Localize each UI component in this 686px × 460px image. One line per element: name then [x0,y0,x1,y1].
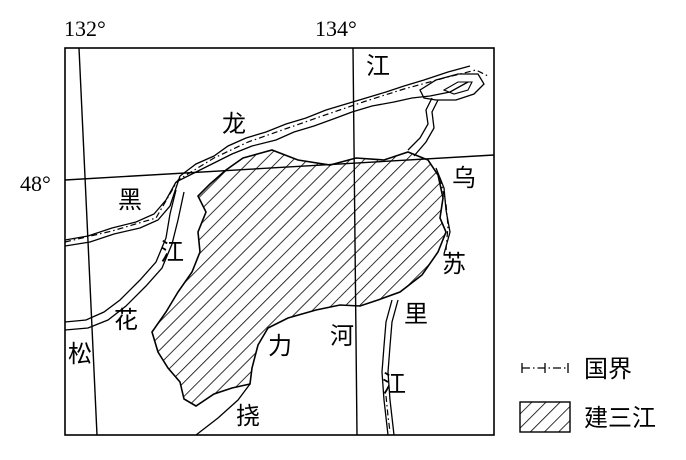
wusuli-char-1: 乌 [452,164,476,192]
heilongjiang-island [419,73,485,101]
border-legend-symbol [521,363,569,373]
region-legend-symbol [519,401,571,433]
songhua-river-bank-a [65,189,177,323]
songhua-char-2: 松 [68,340,92,368]
legend: 国界 建三江 [519,355,656,433]
heilongjiang-river-south-bank [175,81,469,183]
heilongjiang-river-west-bank [65,175,181,247]
heilongjiang-river-west [65,181,177,241]
songhua-char-1: 花 [114,306,138,334]
heilongjiang-char-3: 黑 [118,186,142,214]
heilongjiang-char-1: 江 [366,52,390,80]
region-legend-label: 建三江 [584,404,656,432]
national-border-south [385,395,391,433]
meridian-132-line [78,48,98,435]
wusuli-char-3: 里 [404,300,428,328]
heilongjiang-char-4: 江 [160,238,184,266]
jiansanjiang-region [151,149,447,407]
longitude-134-label: 134° [315,16,357,41]
heilongjiang-island-inner [442,81,473,95]
songhua-river-bank-b [65,191,185,331]
naoli-tributary [195,383,251,435]
national-border-line [65,69,489,243]
wusuli-char-2: 苏 [442,250,466,278]
naoli-river-bank-b [387,299,399,435]
naoli-char-3: 挠 [236,402,260,430]
heilongjiang-river-north-bank [179,65,471,177]
longitude-132-label: 132° [64,16,106,41]
wusuli-river-bank-a [407,97,433,151]
latitude-48-label: 48° [20,171,51,196]
naoli-char-2: 河 [330,322,354,350]
wusuli-river-bank-b [413,99,439,157]
naoli-char-1: 力 [268,332,292,360]
naoli-river-bank-a [381,299,393,435]
border-legend-label: 国界 [584,355,632,383]
wusuli-char-4: 江 [382,370,406,398]
heilongjiang-char-2: 龙 [222,110,246,138]
